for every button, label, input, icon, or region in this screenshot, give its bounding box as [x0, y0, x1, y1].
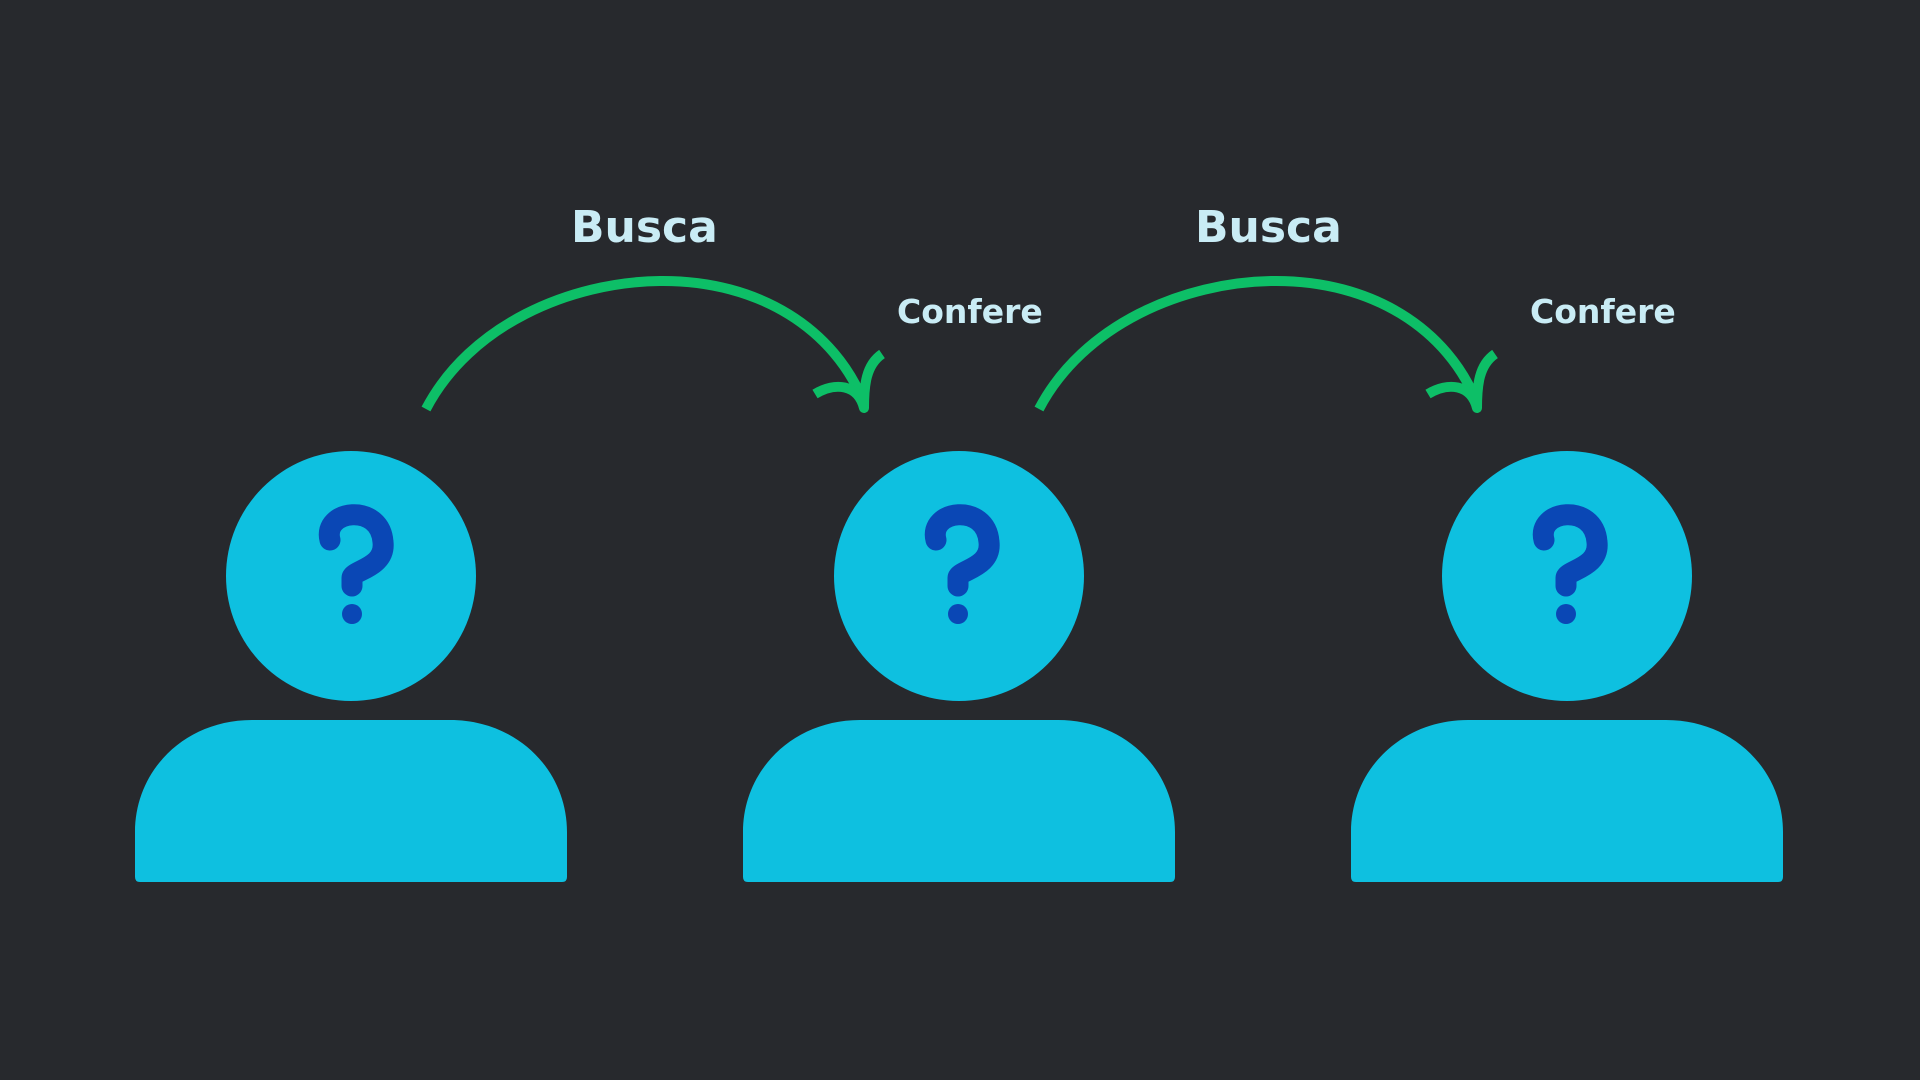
step-2-check-label: Confere	[1530, 292, 1676, 331]
curved-arrow-icon-2	[1034, 275, 1499, 413]
person-body	[1351, 720, 1783, 882]
question-mark-icon	[924, 504, 1000, 624]
person-body	[743, 720, 1175, 882]
step-1-action-label: Busca	[571, 202, 718, 253]
person-2	[743, 451, 1175, 882]
question-mark-icon	[1532, 504, 1608, 624]
question-mark-icon	[318, 504, 394, 624]
person-3	[1351, 451, 1783, 882]
step-2-action-label: Busca	[1195, 202, 1342, 253]
step-1-check-label: Confere	[897, 292, 1043, 331]
person-1	[135, 451, 567, 882]
curved-arrow-icon-1	[421, 275, 886, 413]
person-body	[135, 720, 567, 882]
